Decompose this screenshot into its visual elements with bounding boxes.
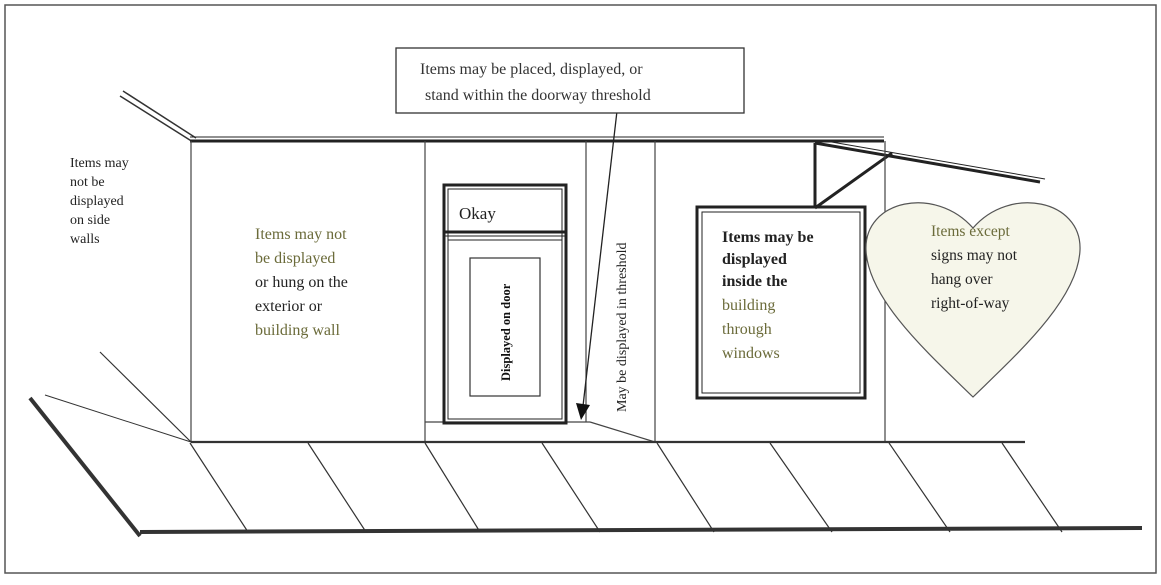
left-roof-line xyxy=(119,90,197,143)
heart-sign xyxy=(865,202,1081,398)
okay-transom xyxy=(444,230,566,241)
side-walls-line-3: displayed xyxy=(70,194,124,209)
sidewalk xyxy=(28,351,1143,538)
exterior-text: Items may not be displayed or hung on th… xyxy=(255,226,352,339)
threshold-label: May be displayed in threshold xyxy=(615,242,630,412)
roof-line xyxy=(190,136,884,143)
side-walls-text: Items may not be displayed on side walls xyxy=(70,154,133,247)
heart-line-2: signs may not xyxy=(931,247,1018,264)
windows-line-2: displayed xyxy=(722,251,787,268)
doorway-callout-text: Items may be placed, displayed, or stand… xyxy=(420,61,651,104)
windows-line-4: building xyxy=(722,297,775,314)
doorway-line-1: Items may be placed, displayed, or xyxy=(420,61,643,78)
heart-line-1: Items except xyxy=(931,223,1010,240)
door-frame xyxy=(442,183,568,425)
threshold-arrow xyxy=(576,110,618,420)
door-panel xyxy=(469,257,541,397)
exterior-line-3: or hung on the xyxy=(255,274,348,291)
windows-line-1: Items may be xyxy=(722,229,814,246)
frame-border xyxy=(4,4,1157,574)
exterior-line-2: be displayed xyxy=(255,250,335,267)
heart-line-4: right-of-way xyxy=(931,295,1010,312)
doorway-callout-box xyxy=(395,47,745,114)
door-label: Displayed on door xyxy=(499,283,513,381)
awning-bracket xyxy=(813,139,1046,210)
window-frame xyxy=(695,205,867,400)
windows-line-5: through xyxy=(722,321,772,338)
side-walls-line-5: walls xyxy=(70,232,100,247)
exterior-line-1: Items may not xyxy=(255,226,347,243)
exterior-line-5: building wall xyxy=(255,322,340,339)
doorway-line-2: stand within the doorway threshold xyxy=(425,87,651,104)
windows-line-3: inside the xyxy=(722,273,787,290)
side-walls-line-2: not be xyxy=(70,175,105,190)
side-walls-line-4: on side xyxy=(70,213,110,228)
okay-label: Okay xyxy=(459,204,496,223)
windows-text: Items may be displayed inside the buildi… xyxy=(722,229,818,362)
windows-line-6: windows xyxy=(722,345,780,362)
side-walls-line-1: Items may xyxy=(70,156,129,171)
heart-text: Items except signs may not hang over rig… xyxy=(931,223,1021,312)
heart-line-3: hang over xyxy=(931,271,993,288)
exterior-line-4: exterior or xyxy=(255,298,323,315)
